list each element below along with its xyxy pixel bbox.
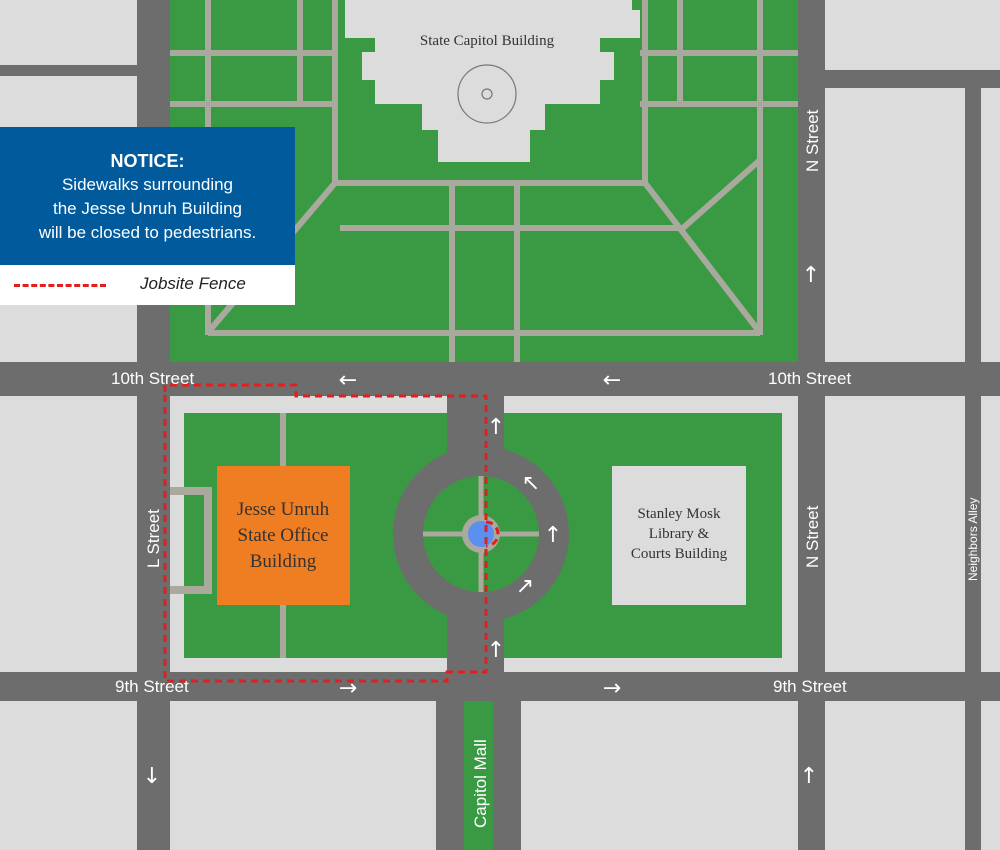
arrow-n-upper: ↑ bbox=[802, 263, 820, 288]
arrow-circle-east: ↑ bbox=[544, 523, 562, 548]
legend: Jobsite Fence bbox=[0, 265, 295, 305]
capitol-park-paths bbox=[170, 0, 798, 362]
upper-right-road bbox=[825, 70, 1000, 88]
capitol-mall-south-road bbox=[447, 612, 504, 672]
stanley-label-line-3: Courts Building bbox=[631, 546, 728, 562]
jobsite-fence bbox=[163, 383, 500, 683]
n-street-label-upper: N Street bbox=[803, 109, 822, 172]
capitol-mall-label: Capitol Mall bbox=[471, 739, 490, 828]
n-street-label-lower: N Street bbox=[803, 505, 822, 568]
arrow-circle-bottom: ↑ bbox=[487, 638, 505, 663]
ninth-street-label-right: 9th Street bbox=[773, 677, 847, 696]
tenth-street-label-left: 10th Street bbox=[111, 369, 194, 388]
ninth-street-label-left: 9th Street bbox=[115, 677, 189, 696]
neighbors-alley-label: Neighbors Alley bbox=[966, 498, 980, 581]
stanley-mosk-building bbox=[612, 466, 746, 605]
jesse-label-line-3: Building bbox=[250, 551, 317, 572]
dome-icon bbox=[457, 64, 517, 124]
notice-line-1: Sidewalks surrounding bbox=[61, 175, 234, 194]
fountain-icon bbox=[468, 521, 494, 547]
arrow-ninth-right: → bbox=[603, 676, 621, 701]
arrow-tenth-left: ← bbox=[339, 368, 357, 393]
notice-line-2: the Jesse Unruh Building bbox=[52, 199, 242, 218]
capitol-mall-median bbox=[464, 701, 493, 850]
arrow-circle-ne: ↖ bbox=[522, 471, 540, 496]
fence-legend-label: Jobsite Fence bbox=[140, 274, 246, 293]
capitol-mall-north-road bbox=[447, 396, 504, 456]
stanley-label-line-2: Library & bbox=[649, 526, 710, 542]
stanley-label-line-1: Stanley Mosk bbox=[638, 506, 721, 522]
notice-title: NOTICE: bbox=[110, 151, 185, 171]
arrow-n-lower: ↑ bbox=[800, 764, 818, 789]
arrow-tenth-right: ← bbox=[603, 368, 621, 393]
arrow-l-lower: ↓ bbox=[143, 764, 161, 789]
arrow-circle-se: ↗ bbox=[516, 574, 534, 599]
notice-line-3: will be closed to pedestrians. bbox=[38, 223, 257, 242]
tenth-street-label-right: 10th Street bbox=[768, 369, 851, 388]
arrow-circle-top: ↑ bbox=[487, 415, 505, 440]
capitol-building bbox=[345, 0, 640, 162]
upper-left-road bbox=[0, 65, 137, 76]
arrow-ninth-left: → bbox=[339, 676, 357, 701]
l-street-label: L Street bbox=[144, 509, 163, 568]
notice-header: NOTICE: Sidewalks surrounding the Jesse … bbox=[0, 127, 295, 265]
jesse-unruh-building bbox=[217, 466, 350, 605]
jesse-label-line-2: State Office bbox=[238, 525, 329, 546]
ninth-street-road bbox=[0, 672, 1000, 701]
notice-panel: NOTICE: Sidewalks surrounding the Jesse … bbox=[0, 127, 295, 305]
neighbors-alley-road bbox=[965, 88, 981, 850]
jesse-label-line-1: Jesse Unruh bbox=[237, 499, 330, 520]
capitol-building-label: State Capitol Building bbox=[420, 33, 555, 49]
n-street-road bbox=[798, 0, 825, 850]
fence-legend-swatch bbox=[14, 284, 106, 287]
tenth-street-road bbox=[0, 362, 1000, 396]
